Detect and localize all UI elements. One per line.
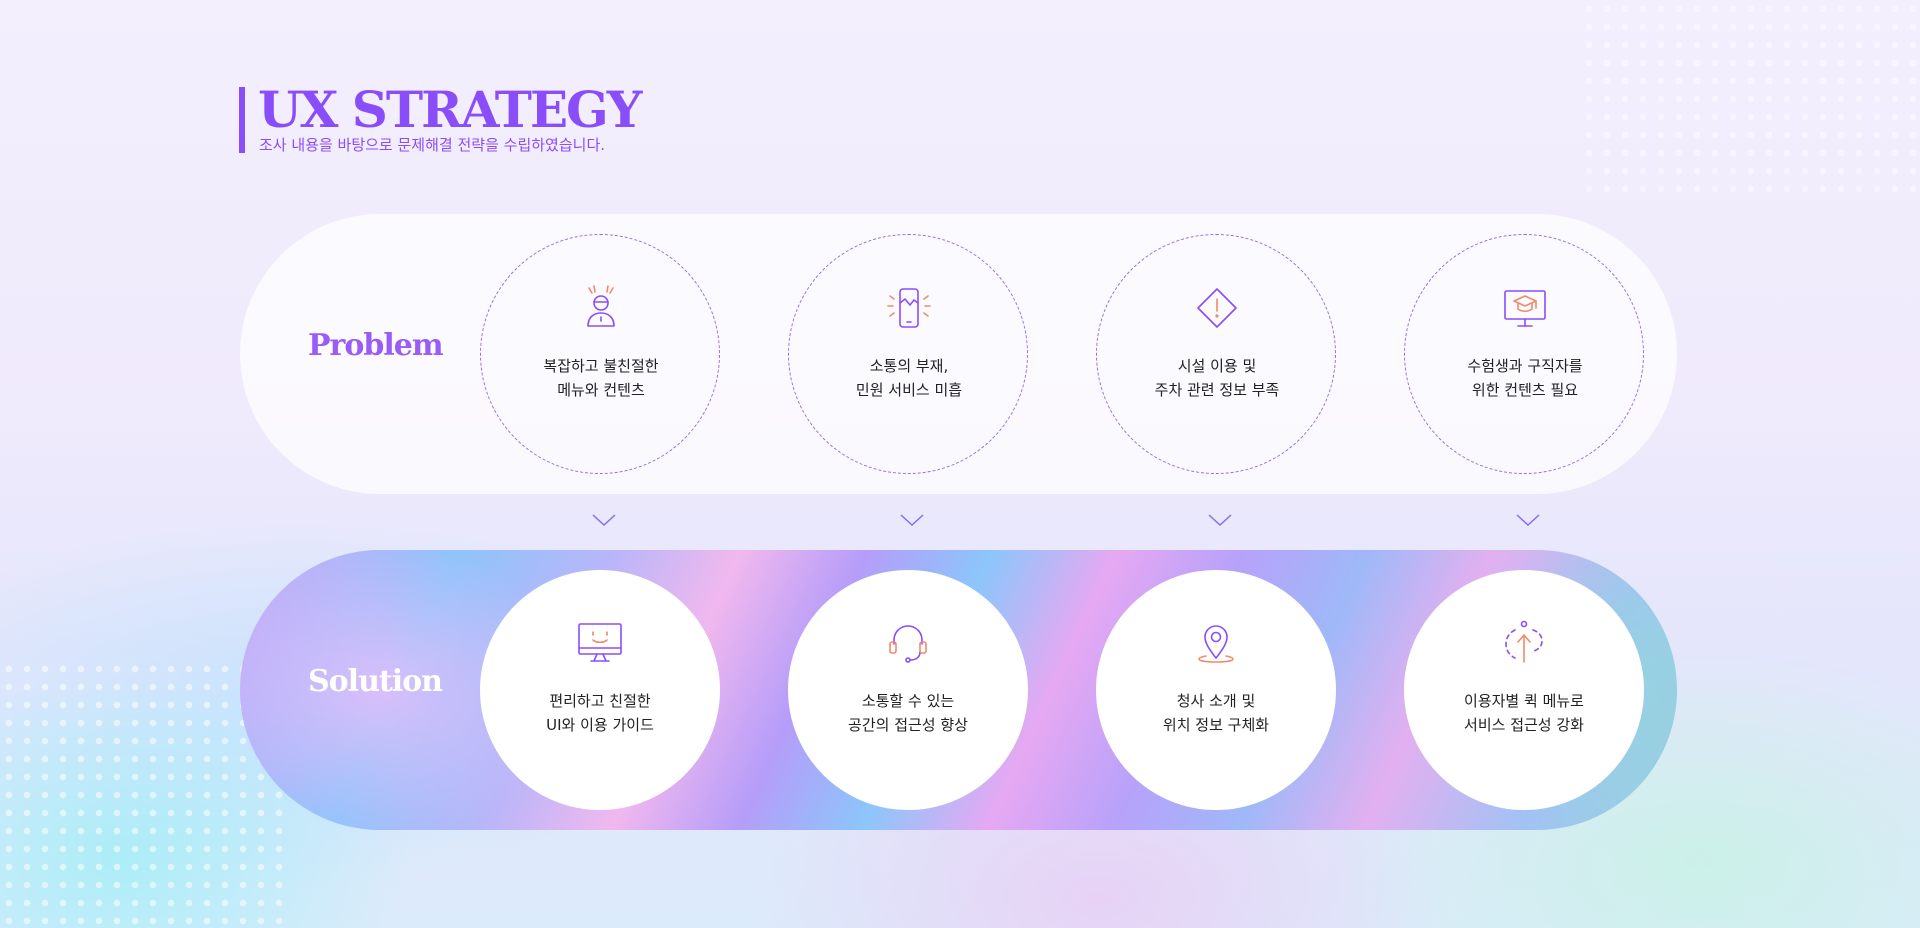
chevron-down-icon [591, 511, 617, 529]
warning-sign-icon [1192, 283, 1242, 333]
solution-item-line1: 이용자별 퀵 메뉴로 [1464, 692, 1584, 710]
problem-item-line2: 위한 컨텐츠 필요 [1471, 381, 1579, 399]
smiling-monitor-icon [575, 618, 625, 668]
solution-item-line2: 공간의 접근성 향상 [848, 716, 968, 734]
solution-row: Solution 편리하고 친절한 UI와 이용 가이드 [240, 550, 1677, 830]
solution-item-line1: 소통할 수 있는 [861, 692, 955, 710]
chevron-down-icon [899, 511, 925, 529]
title-accent-bar [239, 87, 245, 153]
problem-item-line1: 수험생과 구직자를 [1467, 357, 1583, 375]
solution-item-line2: UI와 이용 가이드 [546, 716, 654, 734]
problem-row: Problem 복잡하고 불친절한 메뉴와 컨텐츠 [240, 214, 1677, 494]
solution-item: 청사 소개 및 위치 정보 구체화 [1096, 570, 1336, 810]
solution-item-line1: 청사 소개 및 [1176, 692, 1256, 710]
problem-item: 시설 이용 및 주차 관련 정보 부족 [1096, 234, 1336, 474]
chevron-down-icon [1207, 511, 1233, 529]
problem-item: 수험생과 구직자를 위한 컨텐츠 필요 [1404, 234, 1644, 474]
problem-item: 소통의 부재, 민원 서비스 미흡 [788, 234, 1028, 474]
problem-item-line2: 민원 서비스 미흡 [855, 381, 963, 399]
problem-item-line1: 소통의 부재, [869, 357, 949, 375]
broken-phone-icon [884, 283, 934, 333]
page-subtitle: 조사 내용을 바탕으로 문제해결 전략을 수립하였습니다. [259, 136, 606, 154]
solution-label: Solution [308, 664, 443, 699]
problem-item-line2: 주차 관련 정보 부족 [1154, 381, 1280, 399]
solution-item-line1: 편리하고 친절한 [549, 692, 651, 710]
problem-item-line2: 메뉴와 컨텐츠 [557, 381, 645, 399]
problem-item-line1: 시설 이용 및 [1177, 357, 1257, 375]
page-title: UX STRATEGY [258, 80, 642, 139]
problem-item-line1: 복잡하고 불친절한 [543, 357, 659, 375]
chevron-down-icon [1515, 511, 1541, 529]
location-pin-icon [1191, 618, 1241, 668]
quick-menu-icon [1499, 618, 1549, 668]
problem-label: Problem [308, 328, 444, 363]
solution-item-line2: 서비스 접근성 강화 [1464, 716, 1584, 734]
headset-icon [883, 618, 933, 668]
graduation-monitor-icon [1500, 283, 1550, 333]
confused-person-icon [576, 283, 626, 333]
problem-item: 복잡하고 불친절한 메뉴와 컨텐츠 [480, 234, 720, 474]
solution-item-line2: 위치 정보 구체화 [1162, 716, 1270, 734]
dot-pattern-decoration [1580, 0, 1920, 200]
solution-item: 소통할 수 있는 공간의 접근성 향상 [788, 570, 1028, 810]
solution-item: 이용자별 퀵 메뉴로 서비스 접근성 강화 [1404, 570, 1644, 810]
solution-item: 편리하고 친절한 UI와 이용 가이드 [480, 570, 720, 810]
